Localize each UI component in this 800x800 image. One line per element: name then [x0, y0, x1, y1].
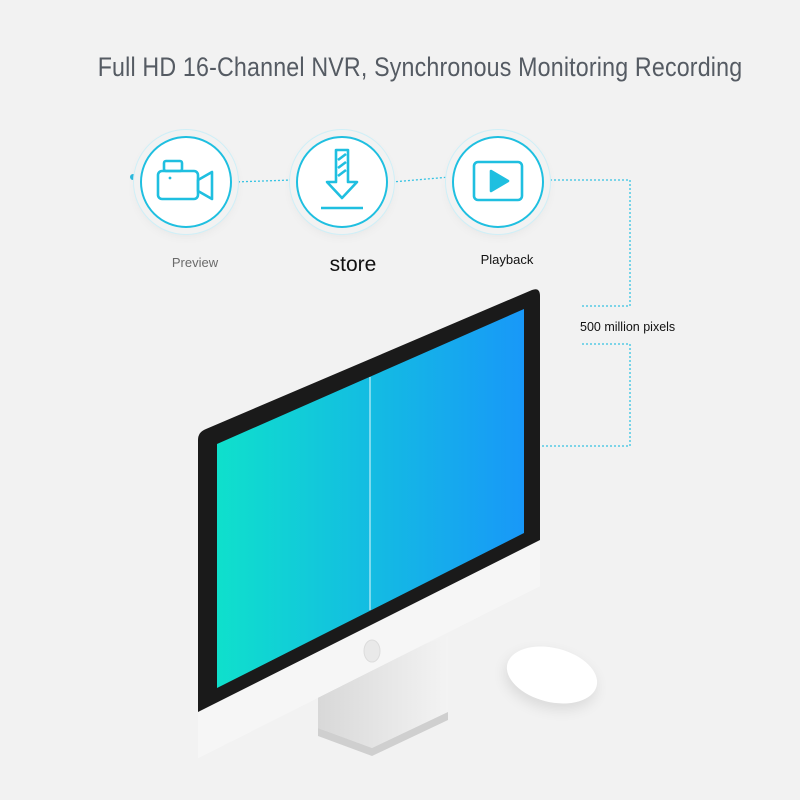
- playback-feature[interactable]: [452, 136, 544, 228]
- page-title: Full HD 16-Channel NVR, Synchronous Moni…: [97, 52, 743, 82]
- store-feature[interactable]: [296, 136, 388, 228]
- play-icon: [472, 160, 524, 202]
- preview-label: Preview: [171, 255, 219, 270]
- video-camera-icon: [156, 159, 214, 201]
- store-label: store: [329, 253, 377, 276]
- pixels-callout: 500 million pixels: [580, 320, 676, 334]
- preview-feature[interactable]: [140, 136, 232, 228]
- monitor-stand: [318, 636, 448, 748]
- playback-label: Playback: [480, 252, 534, 267]
- download-icon: [321, 148, 363, 210]
- logo-icon: [363, 639, 381, 663]
